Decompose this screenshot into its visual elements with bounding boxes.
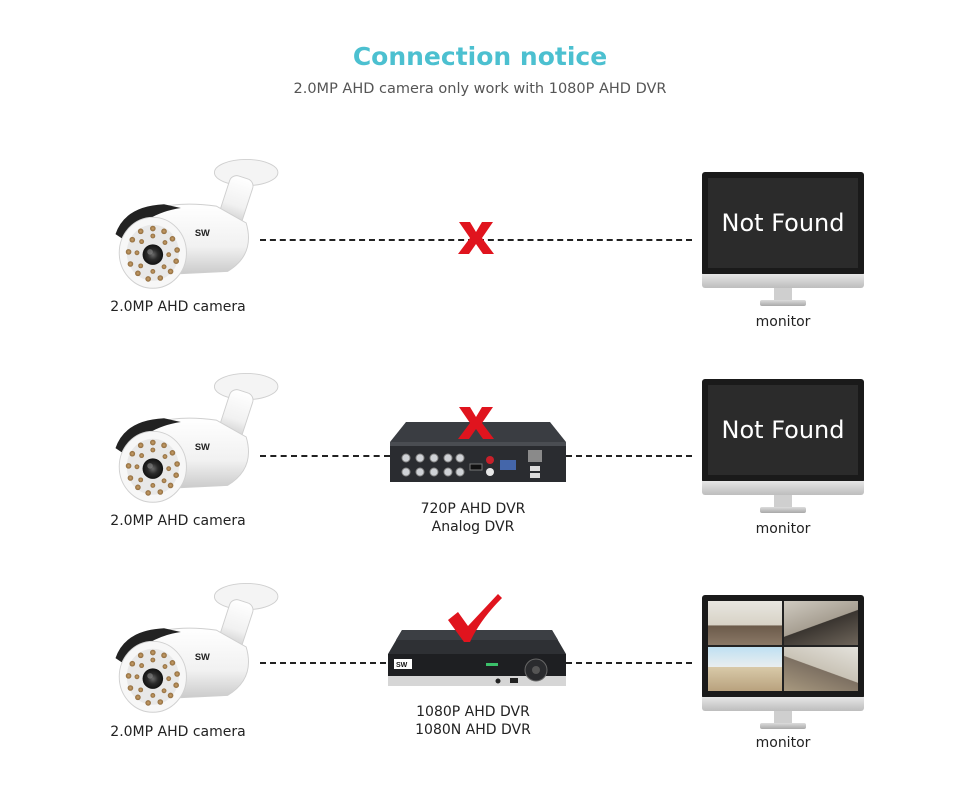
camera-label: 2.0MP AHD camera: [110, 724, 246, 740]
dvr-label: 720P AHD DVR Analog DVR: [388, 500, 558, 536]
connection-line: [566, 662, 692, 664]
camera-feed-tile: [784, 647, 858, 691]
cross-icon: [456, 404, 496, 442]
connection-line: [260, 662, 386, 664]
camera-logo: SW: [195, 228, 210, 238]
camera-feed-tile: [784, 601, 858, 645]
dvr-label-line1: 1080P AHD DVR: [416, 704, 530, 720]
page-subtitle: 2.0MP AHD camera only work with 1080P AH…: [293, 81, 667, 97]
dvr-logo: SW: [396, 662, 408, 669]
camera-feed-grid: [708, 601, 858, 691]
monitor-screen-text: Not Found: [721, 416, 845, 444]
camera-label: 2.0MP AHD camera: [110, 299, 246, 315]
check-icon: [446, 592, 506, 644]
monitor: [702, 595, 864, 733]
connection-line: [260, 455, 390, 457]
dvr-label-line2: 1080N AHD DVR: [415, 722, 531, 738]
bullet-camera-image: SW: [100, 152, 285, 292]
monitor-label: monitor: [755, 735, 811, 751]
dvr-720p-image: [388, 420, 568, 486]
dvr-1080p-image: SW: [386, 628, 568, 690]
monitor: Not Found: [702, 379, 864, 517]
cross-icon: [456, 220, 496, 256]
connection-line: [566, 455, 692, 457]
bullet-camera-image: SW: [100, 576, 285, 716]
camera-logo: SW: [195, 652, 210, 662]
dvr-label-line1: 720P AHD DVR: [420, 501, 526, 517]
page-title: Connection notice: [352, 42, 608, 71]
monitor-screen-text: Not Found: [721, 209, 845, 237]
camera-feed-tile: [708, 601, 782, 645]
monitor: Not Found: [702, 172, 864, 310]
dvr-label-line2: Analog DVR: [431, 519, 515, 535]
monitor-label: monitor: [755, 314, 811, 330]
monitor-label: monitor: [755, 521, 811, 537]
dvr-label: 1080P AHD DVR 1080N AHD DVR: [388, 703, 558, 739]
camera-label: 2.0MP AHD camera: [110, 513, 246, 529]
camera-feed-tile: [708, 647, 782, 691]
camera-logo: SW: [195, 442, 210, 452]
bullet-camera-image: SW: [100, 366, 285, 506]
